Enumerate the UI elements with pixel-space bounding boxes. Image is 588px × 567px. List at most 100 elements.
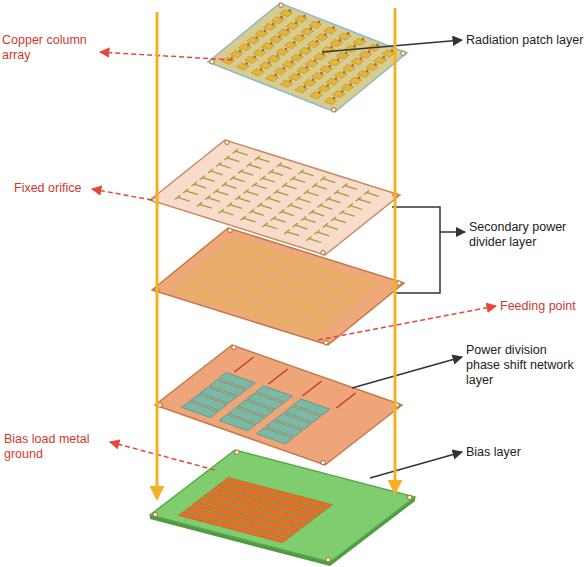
radiation-patch: [303, 79, 316, 86]
copper-column: [341, 90, 344, 93]
leader-line: [92, 189, 152, 200]
radiation-patch: [305, 60, 318, 67]
copper-column: [349, 83, 352, 86]
copper-column: [312, 79, 315, 82]
divider-trace: [284, 230, 299, 236]
divider-trace: [334, 190, 349, 196]
radiation-patch: [282, 61, 295, 68]
leader-line: [318, 306, 496, 340]
radiation-patch: [353, 39, 366, 46]
copper-column: [278, 35, 281, 38]
divider-trace: [320, 177, 335, 183]
copper-column: [287, 28, 290, 31]
copper-column: [324, 33, 327, 36]
fixed-orifice: [279, 3, 283, 7]
callout-label: Bias layer: [466, 445, 576, 460]
bias-load-ground: [223, 477, 333, 508]
copper-column: [276, 54, 279, 57]
radiation-patch: [299, 47, 312, 54]
divider-trace: [301, 216, 316, 222]
leader-line: [110, 442, 215, 470]
radiation-patch: [318, 85, 331, 92]
copper-column: [318, 91, 321, 94]
divider-trace: [230, 176, 245, 182]
radiation-patch: [289, 74, 302, 81]
divider-trace: [306, 237, 321, 243]
radiation-patch: [324, 98, 337, 105]
radiation-patch: [251, 69, 264, 76]
divider-trace: [260, 176, 275, 182]
copper-column: [391, 49, 394, 52]
radiation-patch: [284, 42, 297, 49]
divider-trace: [231, 241, 375, 286]
callout-label: Feeding point: [500, 299, 586, 314]
fixed-orifice: [324, 340, 328, 344]
copper-column: [283, 67, 286, 70]
divider-trace: [293, 223, 308, 229]
radiation-patch: [301, 28, 314, 35]
radiation-patch: [359, 51, 372, 58]
divider-trace: [263, 223, 278, 229]
radiation-patch: [312, 72, 325, 79]
phase-shifter: [256, 386, 293, 402]
feed-line: [336, 393, 355, 408]
copper-column: [299, 53, 302, 56]
radiation-patch: [270, 36, 283, 43]
phase-shifter: [219, 373, 256, 389]
divider-trace: [339, 210, 354, 216]
divider-trace: [244, 189, 259, 195]
radiation-patch: [330, 40, 343, 47]
radiation-patch: [293, 35, 306, 42]
divider-trace: [233, 149, 248, 155]
layer-plate: [150, 450, 415, 566]
leader-line: [370, 452, 462, 478]
fixed-orifice: [326, 558, 330, 562]
copper-column: [330, 46, 333, 49]
copper-column: [304, 85, 307, 88]
copper-column: [333, 97, 336, 100]
radiation-patch: [291, 54, 304, 61]
radiation-patch: [366, 64, 379, 71]
copper-column: [368, 50, 371, 53]
divider-trace: [197, 202, 212, 208]
radiation-patch: [266, 75, 279, 82]
phase-shifter: [293, 399, 330, 415]
radiation-patch: [351, 58, 364, 65]
radiation-patch: [357, 70, 370, 77]
feed-line: [302, 381, 321, 396]
divider-trace: [348, 204, 363, 210]
leader-line: [440, 231, 465, 233]
copper-column: [351, 64, 354, 67]
bracket: [392, 207, 440, 293]
radiation-patch: [274, 68, 287, 75]
bias-load-ground: [217, 482, 327, 513]
leader-line: [100, 52, 232, 60]
copper-column: [318, 21, 321, 24]
radiation-patch: [309, 21, 322, 28]
copper-column: [274, 74, 277, 77]
divider-trace: [241, 216, 256, 222]
callout-label: Copper column array: [2, 33, 102, 63]
radiation-patch: [332, 91, 345, 98]
divider-trace: [213, 189, 228, 195]
fixed-orifice: [210, 60, 214, 64]
divider-trace: [323, 223, 338, 229]
radiation-patch: [310, 92, 323, 99]
plate-face: [152, 228, 404, 345]
fixed-orifice: [397, 281, 401, 285]
copper-column: [339, 39, 342, 42]
copper-column: [306, 66, 309, 69]
copper-column: [358, 76, 361, 79]
divider-trace: [331, 217, 346, 223]
callout-label: Power division phase shift network layer: [466, 343, 584, 388]
radiation-patch: [245, 56, 258, 63]
radiation-patch: [315, 34, 328, 41]
fixed-orifice: [232, 345, 236, 349]
divider-trace: [274, 190, 289, 196]
copper-column: [262, 49, 265, 52]
layer-plate: [152, 228, 404, 345]
divider-trace: [364, 190, 379, 196]
copper-column: [343, 71, 346, 74]
callout-label: Fixed orifice: [14, 181, 94, 196]
